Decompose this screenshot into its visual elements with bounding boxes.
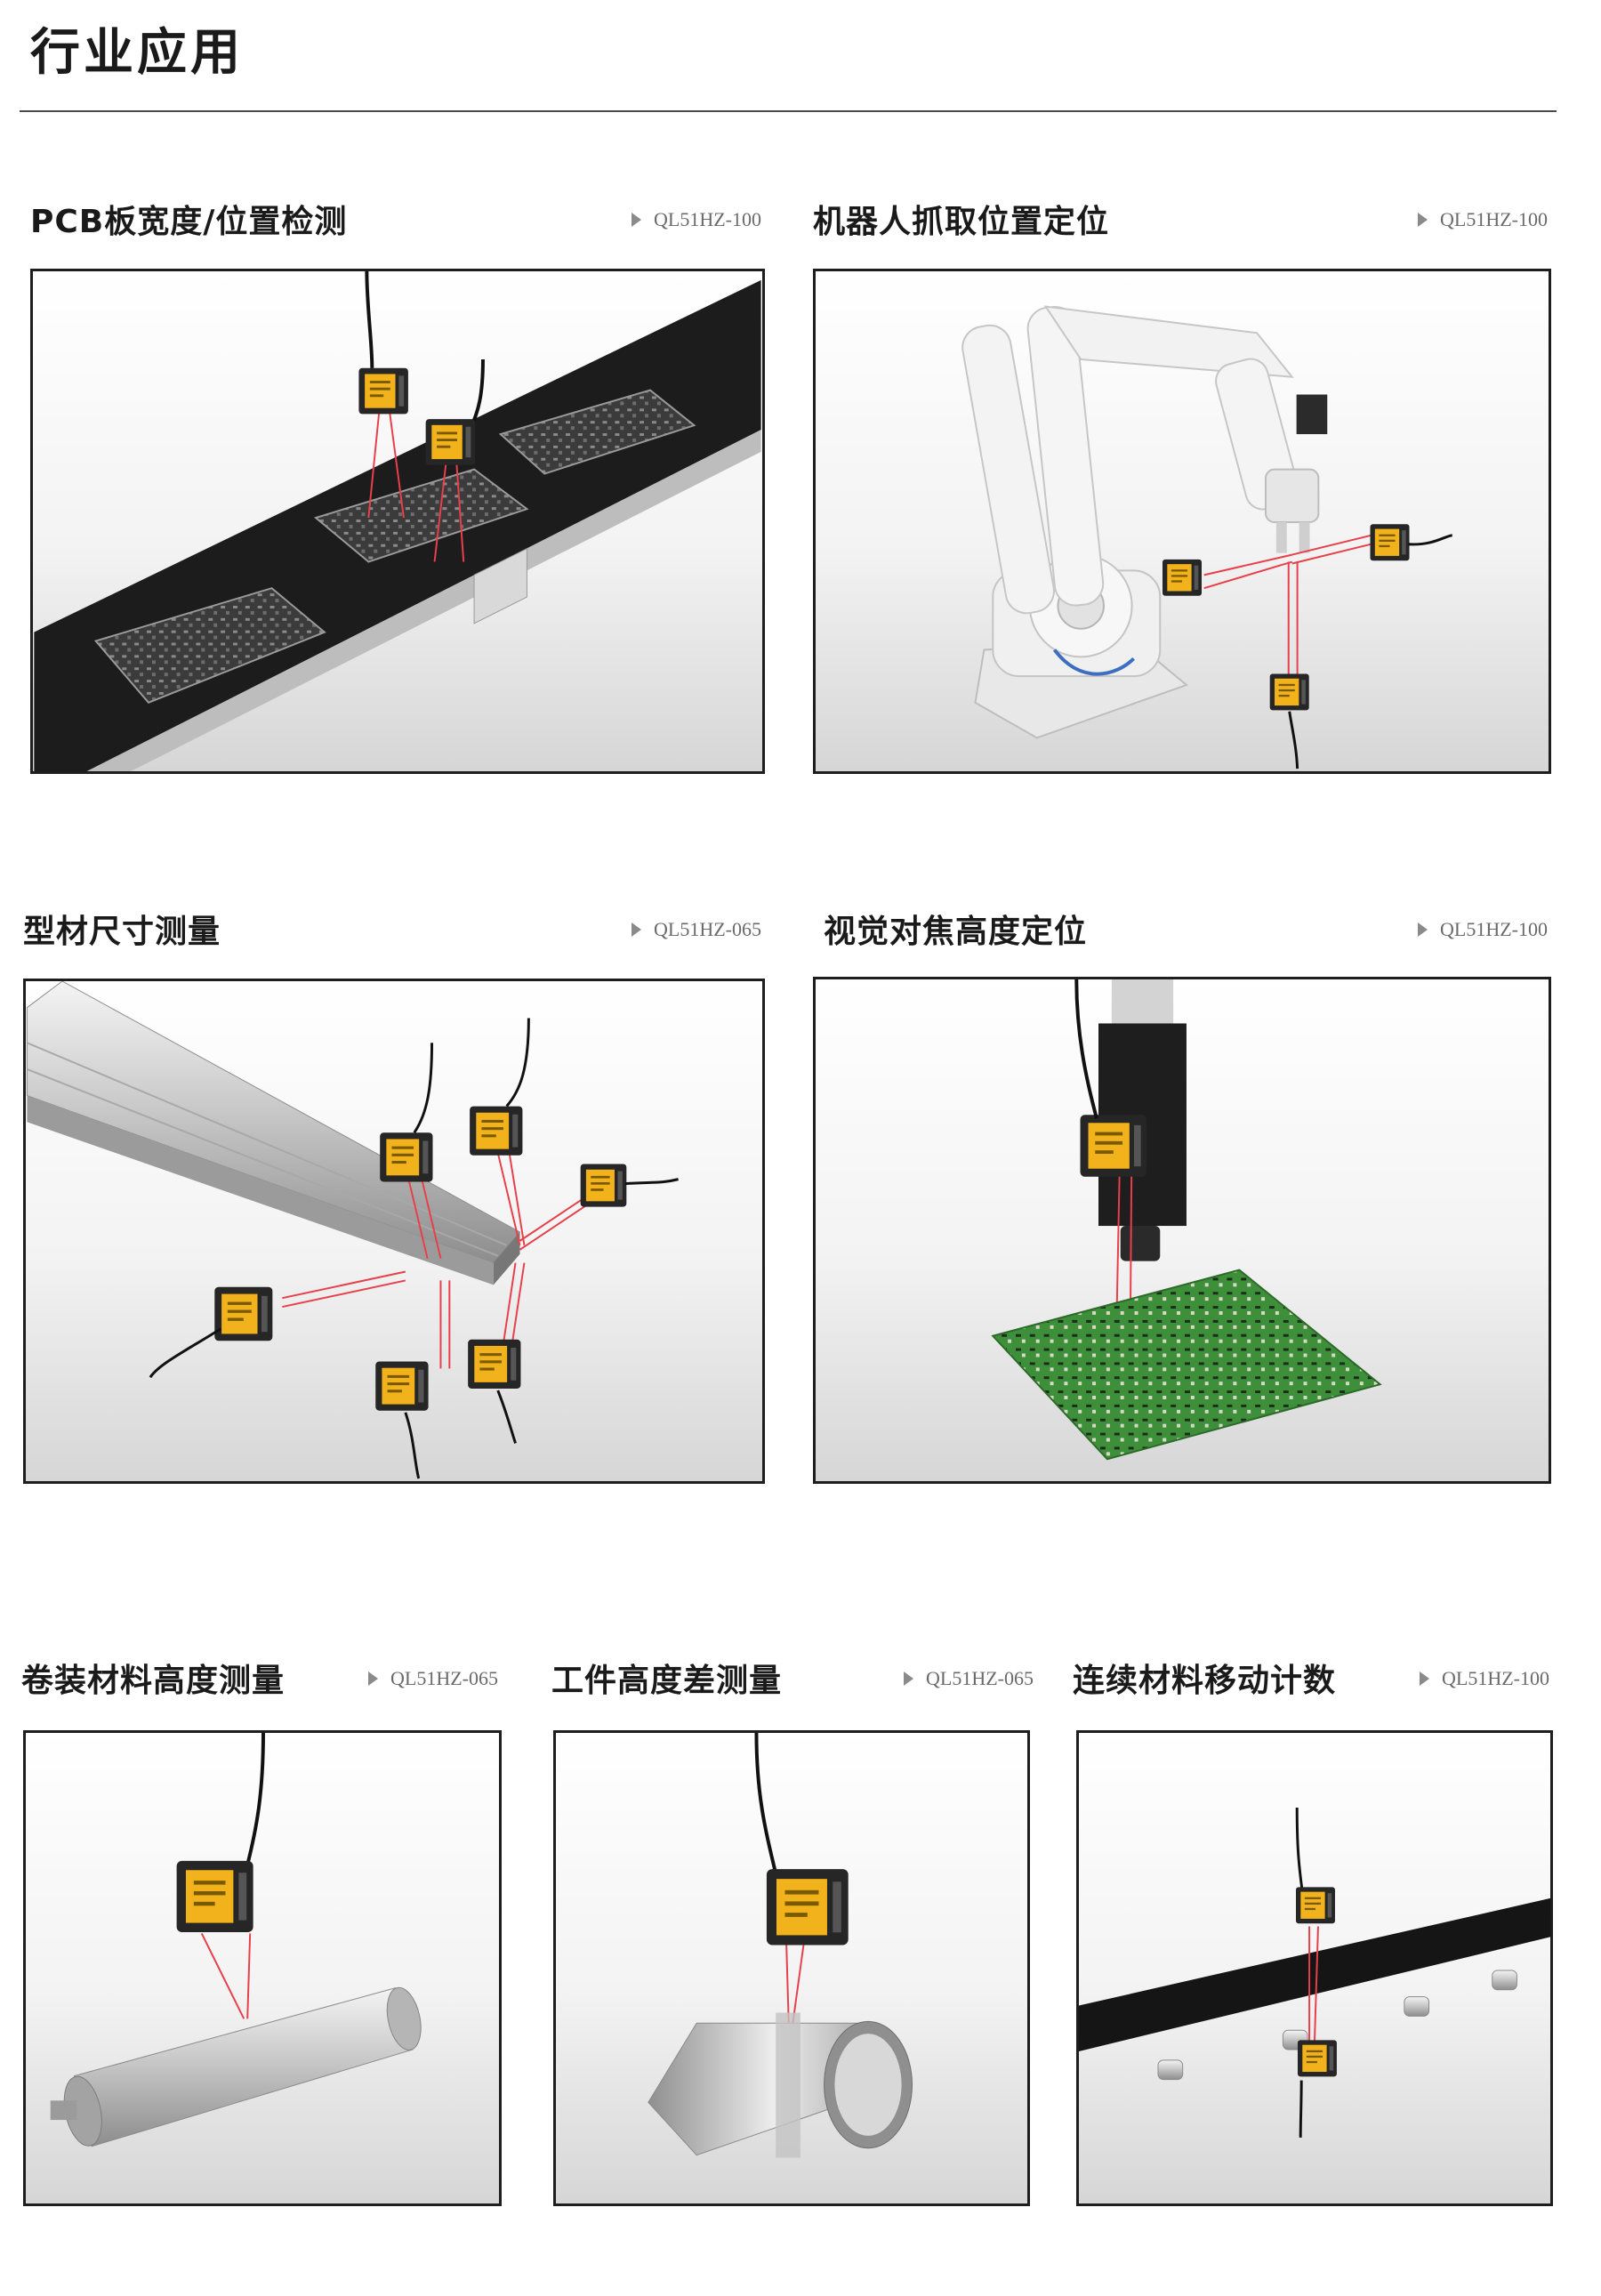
card-title: 机器人抓取位置定位	[813, 204, 1110, 240]
model-label: QL51HZ-065	[368, 1667, 498, 1690]
arrow-icon	[632, 922, 642, 937]
arrow-icon	[1418, 213, 1428, 227]
model-label: QL51HZ-100	[1418, 208, 1548, 231]
arrow-icon	[904, 1672, 914, 1686]
application-card-roll: 卷装材料高度测量 QL51HZ-065	[21, 1655, 502, 2206]
page-title: 行业应用	[30, 24, 244, 82]
application-card-counting: 连续材料移动计数 QL51HZ-100	[1073, 1655, 1553, 2206]
model-label: QL51HZ-065	[904, 1667, 1034, 1690]
arrow-icon	[368, 1672, 379, 1686]
application-card-workpiece: 工件高度差测量 QL51HZ-065	[551, 1655, 1037, 2206]
roll-material-illustration	[23, 1730, 502, 2206]
pipe-workpiece-icon	[648, 1733, 913, 2158]
conveyor-belt-icon	[1079, 1808, 1550, 2138]
model-label: QL51HZ-065	[632, 918, 761, 941]
card-title: 型材尺寸测量	[23, 914, 221, 950]
circuit-board-focus-icon	[991, 979, 1382, 1461]
card-title: 工件高度差测量	[551, 1663, 783, 1699]
arrow-icon	[1420, 1672, 1430, 1686]
card-title: 卷装材料高度测量	[21, 1663, 286, 1699]
application-card-focus: 视觉对焦高度定位 QL51HZ-100	[813, 906, 1551, 1484]
title-divider	[20, 110, 1557, 112]
arrow-icon	[1418, 922, 1428, 937]
robot-arm-illustration	[813, 269, 1551, 774]
model-label: QL51HZ-100	[632, 208, 761, 231]
circuit-board-focus-illustration	[813, 977, 1551, 1484]
robot-arm-icon	[961, 305, 1452, 769]
roll-material-icon	[50, 1733, 422, 2147]
card-title: 视觉对焦高度定位	[824, 914, 1088, 950]
card-title: PCB板宽度/位置检测	[30, 204, 348, 240]
conveyor-belt-illustration	[1076, 1730, 1553, 2206]
pipe-workpiece-illustration	[553, 1730, 1030, 2206]
card-title: 连续材料移动计数	[1073, 1663, 1337, 1699]
application-card-robot: 机器人抓取位置定位 QL51HZ-100	[813, 196, 1551, 774]
aluminum-profile-illustration	[23, 979, 765, 1484]
application-card-pcb: PCB板宽度/位置检测 QL51HZ-100	[30, 196, 765, 774]
pcb-conveyor-illustration	[30, 269, 765, 774]
application-card-profile: 型材尺寸测量 QL51HZ-065	[23, 906, 765, 1484]
model-label: QL51HZ-100	[1418, 918, 1548, 941]
aluminum-profile-icon	[26, 981, 679, 1479]
arrow-icon	[632, 213, 642, 227]
model-label: QL51HZ-100	[1420, 1667, 1549, 1690]
pcb-conveyor-icon	[34, 271, 761, 771]
